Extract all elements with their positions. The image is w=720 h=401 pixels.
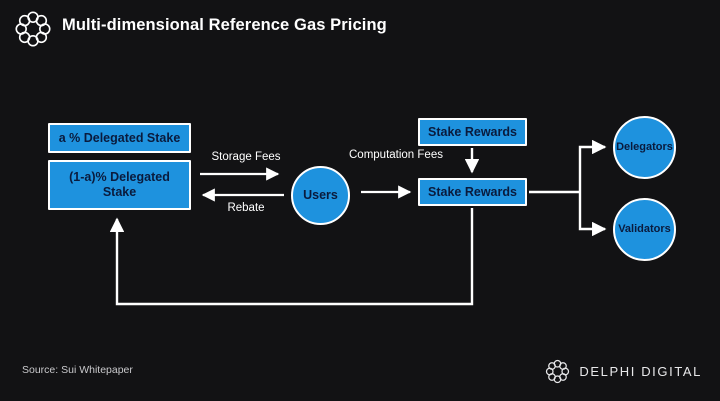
edge-label-storage-fees: Storage Fees [211,151,281,163]
diagram-area: a % Delegated Stake (1-a)% Delegated Sta… [0,56,720,346]
footer-brand-text: DELPHI DIGITAL [579,364,702,379]
delphi-ring-icon [545,359,570,384]
edge-rewards-to-participants [529,139,607,237]
node-stake-rewards-top[interactable]: Stake Rewards [418,118,527,146]
node-users[interactable]: Users [291,166,350,225]
source-note: Source: Sui Whitepaper [22,364,133,376]
edge-label-rebate: Rebate [227,202,265,214]
node-delegators[interactable]: Delegators [613,116,676,179]
footer-brand-logo: DELPHI DIGITAL [545,359,702,384]
edge-label-computation-fees: Computation Fees [349,149,443,161]
edge-restake-feedback [109,208,474,306]
node-a-delegated-stake[interactable]: a % Delegated Stake [48,123,191,153]
page-title: Multi-dimensional Reference Gas Pricing [62,16,387,34]
delphi-ring-icon [14,10,52,48]
node-stake-rewards-bottom[interactable]: Stake Rewards [418,178,527,206]
node-validators[interactable]: Validators [613,198,676,261]
node-one-minus-a-delegated-stake[interactable]: (1-a)% Delegated Stake [48,160,191,210]
slide-header: Multi-dimensional Reference Gas Pricing [0,0,720,56]
slide-footer: Source: Sui Whitepaper DELPHI [0,346,720,401]
